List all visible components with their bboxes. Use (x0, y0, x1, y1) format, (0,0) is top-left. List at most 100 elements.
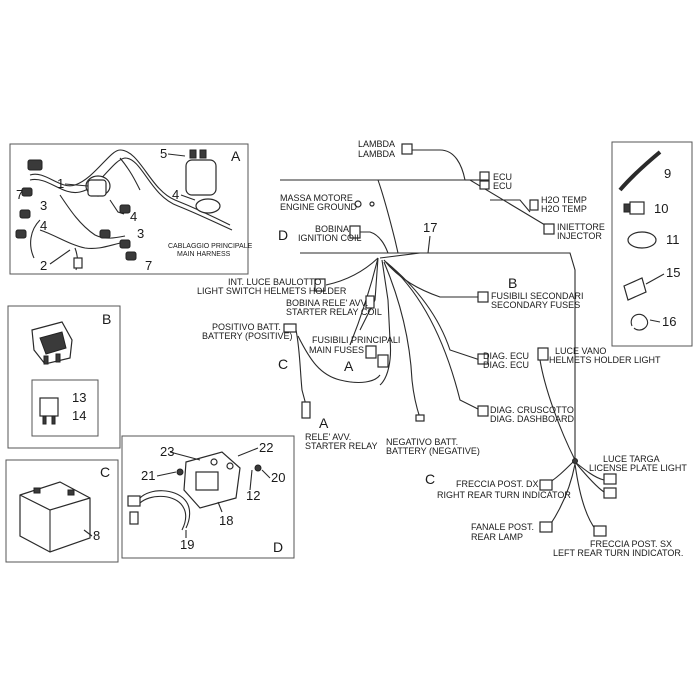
battery-positive-terminal (283, 323, 297, 333)
starter-relay-coil-label-it: BOBINA RELE' AVV. (286, 298, 368, 308)
h2o-temp-connector (529, 199, 539, 211)
callout-8: 8 (93, 528, 100, 543)
battery-negative-label-it: NEGATIVO BATT. (386, 437, 458, 447)
main-fuses-label-it: FUSIBILI PRINCIPALI (312, 335, 400, 345)
fuse-drawing (39, 397, 59, 425)
injector-connector (543, 223, 555, 235)
connector-drawing (27, 159, 43, 171)
clip-drawing (630, 313, 649, 331)
junction-letter-a-lower: A (319, 415, 329, 431)
callout-23: 22 (259, 440, 273, 455)
callout-2: 2 (40, 258, 47, 273)
engine-ground-terminal (354, 200, 362, 208)
diag-ecu-label-it: DIAG. ECU (483, 351, 529, 361)
ecu-connector-2 (479, 180, 490, 190)
right-turn-label-en: RIGHT REAR TURN INDICATOR (437, 490, 571, 500)
callout-6: 5 (160, 146, 167, 161)
right-turn-label-it: FRECCIA POST. DX (456, 479, 539, 489)
callout-15: 15 (666, 265, 680, 280)
starter-relay-drawing (127, 451, 262, 531)
component-5-drawing (185, 159, 217, 196)
panel-right: 9 10 11 15 16 (611, 141, 693, 347)
battery-drawing (19, 481, 91, 553)
callout-5: 4 (172, 187, 179, 202)
panel-right-frame (611, 141, 693, 347)
left-turn-connector (593, 525, 607, 537)
license-light-label-it: LUCE TARGA (603, 454, 660, 464)
battery-negative-terminal (415, 414, 425, 422)
callout-11: 10 (654, 201, 668, 216)
light-switch-label-it: INT. LUCE BAULOTTO (228, 277, 321, 287)
engine-ground-label-it: MASSA MOTORE (280, 193, 353, 203)
battery-negative-label-en: BATTERY (NEGATIVE) (386, 446, 480, 456)
engine-ground-label-en: ENGINE GROUND (280, 202, 358, 212)
callout-4b: 4 (130, 209, 137, 224)
rear-lamp-label-en: REAR LAMP (471, 532, 523, 542)
diag-dashboard-label-it: DIAG. CRUSCOTTO (490, 405, 574, 415)
junction-letter-b: B (508, 275, 517, 291)
junction-letter-c-lower: C (425, 471, 435, 487)
diag-dashboard-label-en: DIAG. DASHBOARD (490, 414, 575, 424)
main-harness-caption-it: CABLAGGIO PRINCIPALE (168, 243, 253, 250)
main-wiring: 17 LAMBDA LAMBDA ECU ECU MASSA MOTORE EN… (197, 139, 687, 558)
lambda-label-en: LAMBDA (358, 149, 395, 159)
secondary-fuses-label-it: FUSIBILI SECONDARI (491, 291, 584, 301)
left-turn-label-it: FRECCIA POST. SX (590, 539, 672, 549)
panel-b: B 13 14 (7, 305, 121, 449)
callout-7a: 7 (16, 187, 23, 202)
secondary-fuses-connector (477, 291, 489, 303)
callout-3b: 3 (137, 226, 144, 241)
callout-16: 16 (662, 314, 676, 329)
callout-3a: 3 (40, 198, 47, 213)
relay-drawing (31, 321, 73, 365)
lambda-connector (401, 143, 413, 155)
diag-dashboard-connector (477, 405, 489, 417)
helmet-light-label-en: HELMETS HOLDER LIGHT (549, 355, 661, 365)
helmet-light-label-it: LUCE VANO (555, 346, 606, 356)
starter-relay-connector (301, 401, 311, 419)
lambda-label-it: LAMBDA (358, 139, 395, 149)
license-light-connector-1 (603, 473, 617, 485)
callout-7b: 7 (145, 258, 152, 273)
ignition-coil-label-it: BOBINA (315, 224, 349, 234)
main-harness-caption-en: MAIN HARNESS (177, 251, 231, 258)
rear-lamp-label-it: FANALE POST. (471, 522, 534, 532)
callout-1: 1 (57, 176, 64, 191)
light-switch-connector (314, 278, 326, 292)
junction-letter-c-upper: C (278, 356, 288, 372)
panel-a: A 5 1 (9, 143, 253, 275)
callout-13: 13 (72, 390, 86, 405)
ecu-label-it: ECU (493, 172, 512, 182)
starter-relay-coil-label-en: STARTER RELAY COIL (286, 307, 382, 317)
bracket-drawing (623, 277, 647, 301)
helmet-light-connector (537, 347, 549, 361)
callout-9: 9 (664, 166, 671, 181)
license-light-label-en: LICENSE PLATE LIGHT (589, 463, 687, 473)
battery-positive-label-it: POSITIVO BATT. (212, 322, 281, 332)
ecu-connector-1 (479, 171, 490, 181)
callout-20: 20 (271, 470, 285, 485)
panel-b-frame (7, 305, 121, 449)
callout-17: 17 (423, 220, 437, 235)
ignition-coil-label-en: IGNITION COIL (298, 233, 362, 243)
callout-10: 11 (666, 232, 680, 247)
panel-c: C 8 (5, 459, 119, 563)
injector-label-it: INIETTORE (557, 222, 605, 232)
callout-21: 21 (141, 468, 155, 483)
panel-c-letter: C (100, 464, 110, 480)
fuse-box-frame (31, 379, 99, 437)
junction-letter-a-upper: A (344, 358, 354, 374)
left-turn-label-en: LEFT REAR TURN INDICATOR. (553, 548, 683, 558)
callout-12: 12 (246, 488, 260, 503)
starter-relay-coil-connector (365, 295, 375, 309)
panel-d-frame (121, 435, 295, 559)
battery-positive-label-en: BATTERY (POSITIVE) (202, 331, 293, 341)
main-fuses-connector (365, 345, 377, 359)
junction-letter-d: D (278, 227, 288, 243)
starter-relay-label-en: STARTER RELAY (305, 441, 378, 451)
h2o-temp-label-en: H2O TEMP (541, 204, 587, 214)
panel-c-frame (5, 459, 119, 563)
diag-ecu-connector (477, 353, 489, 365)
panel-b-letter: B (102, 311, 111, 327)
